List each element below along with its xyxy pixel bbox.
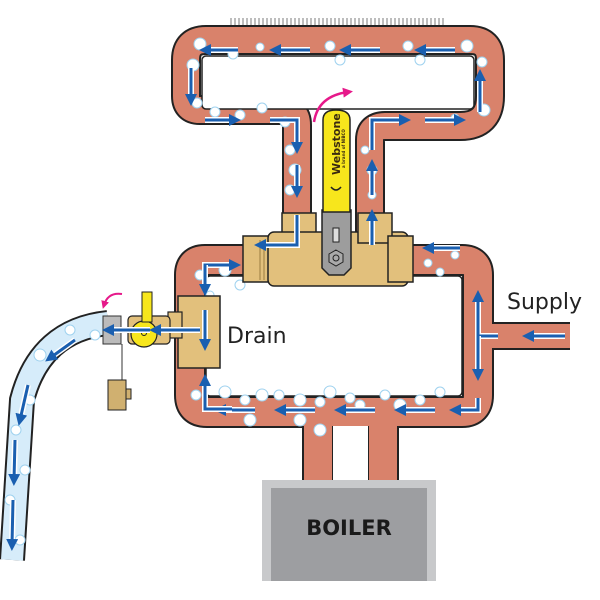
bubble [14,534,26,546]
bubble [218,385,232,399]
bubble [284,144,296,156]
bubble [435,267,445,277]
bubble [255,42,265,52]
bubble [360,145,370,155]
bubble [89,329,101,341]
drain-valve-handle[interactable] [141,291,153,323]
flow-arrow [199,374,232,411]
flow-arrow [254,215,299,251]
boiler-gap [333,426,368,488]
bubble [273,389,285,401]
bubble [190,389,202,401]
radiator-loop-pipe [171,25,505,240]
bubble [402,40,414,52]
isolation-valve-handle[interactable]: Webstone a brand of NIBCO [322,109,351,213]
bubble [476,56,488,68]
flow-arrow [45,338,76,362]
bubble [414,394,426,406]
bubble [324,40,336,52]
flow-arrow [270,118,303,154]
bubble [33,348,47,362]
drain-valve[interactable] [102,291,171,411]
bubble [209,106,221,118]
air-bubbles [186,37,491,437]
bubble [193,37,207,51]
bubble [293,413,307,427]
bubble [323,385,337,399]
bubble [256,102,268,114]
bubble [239,394,251,406]
valve-nut [328,249,344,267]
isolation-rotation-arrow [312,87,353,123]
boiler: BOILER [262,480,436,581]
drain-valve-ball [130,320,158,348]
bubble [434,386,446,398]
bubble [460,39,474,53]
bubble [234,109,246,121]
supply-label: Supply [507,290,582,315]
bubble [450,250,460,260]
bubble [313,423,327,437]
bubble [379,389,391,401]
flow-arrow [15,384,30,426]
bubble [64,324,76,336]
flow-arrow [370,114,411,150]
flow-arrow [449,398,480,416]
bubble [344,392,356,404]
flow-arrow [8,439,21,486]
drain-label: Drain [227,324,287,349]
drain-rotation-arrow [101,292,123,309]
bubble [334,54,346,66]
flow-arrow [6,499,19,551]
flow-arrows [6,44,565,551]
drain-hose [0,310,110,561]
bubble [414,54,426,66]
bubble [284,184,296,196]
bubble [10,424,22,436]
bubble [243,413,257,427]
valve-subbrand-label: a brand of NIBCO [341,129,346,168]
boiler-body [271,488,427,581]
bubble [423,258,433,268]
valve-right-end [387,235,414,283]
bubble [293,393,307,407]
handle-logo-mark [330,186,342,191]
bubble [19,464,31,476]
drain-cap [107,379,127,411]
bubble [314,396,326,408]
bubble [255,388,269,402]
valve-brand-label: Webstone [330,113,343,175]
boiler-label: BOILER [306,516,392,540]
